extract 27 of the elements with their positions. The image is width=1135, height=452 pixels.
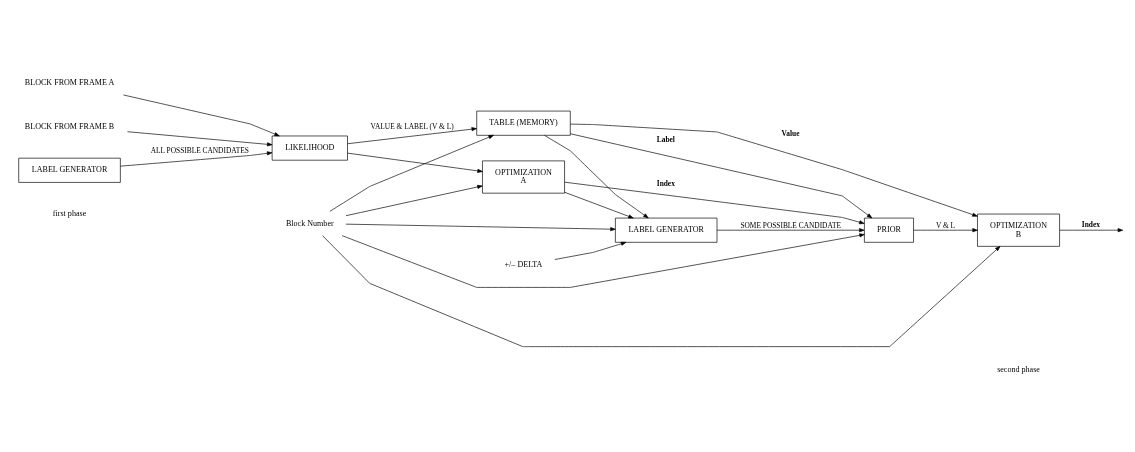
edge-label: Index [656,178,675,188]
arrow [345,223,616,231]
edge-label: SOME POSSIBLE CANDIDATE [740,220,842,230]
edge-label: VALUE & LABEL (V & L) [370,121,454,131]
arrow [716,227,865,232]
arrow [123,94,280,136]
edge-label: V & L [935,220,956,230]
edge-label: Index [1081,219,1100,229]
arrow [347,152,483,173]
arrow [1059,227,1124,232]
arrow [341,232,865,288]
arrow [570,123,978,217]
arrow [345,184,483,216]
arrow [120,150,273,166]
edge-label: ALL POSSIBLE CANDIDATES [150,145,249,155]
arrow [570,132,873,218]
arrow [554,241,627,260]
arrow [322,234,1001,347]
arrow [127,130,273,146]
arrow [913,227,978,232]
edge-label: Label [656,134,675,144]
arrow [347,126,477,144]
arrow [564,181,865,224]
arrow [544,134,649,218]
arrow [329,134,494,212]
edge-label: Value [781,128,800,138]
arrow [564,191,634,218]
